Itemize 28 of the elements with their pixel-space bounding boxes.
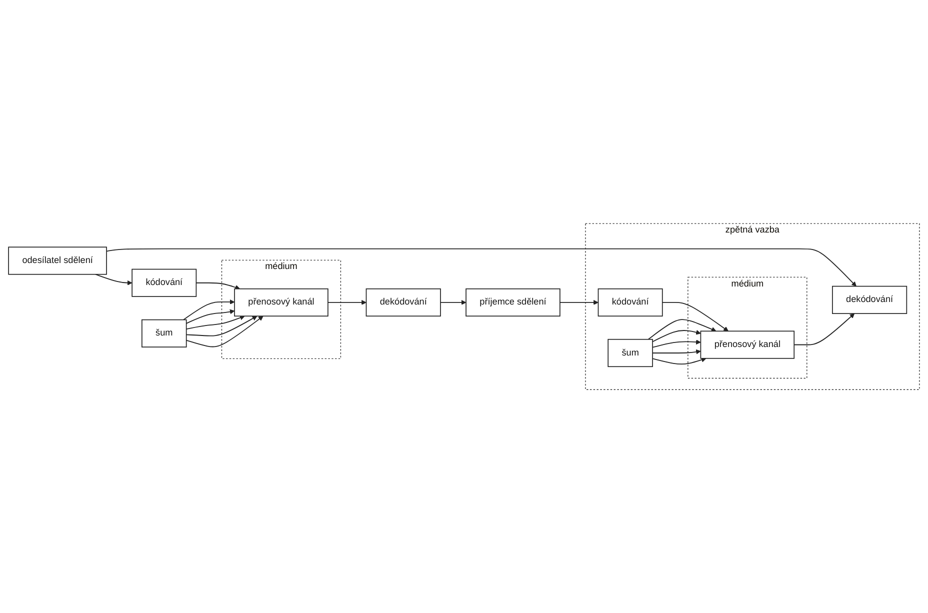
arrow [196, 282, 240, 290]
arrow [652, 340, 701, 348]
node-box: kódování [132, 268, 197, 297]
node-box: odesílatel sdělení [8, 246, 107, 275]
arrow [652, 357, 706, 364]
node-box: přenosový kanál [700, 330, 795, 359]
arrow [183, 299, 235, 320]
arrow [186, 309, 235, 324]
node-box: přenosový kanál [234, 288, 328, 316]
arrow [106, 248, 856, 286]
arrow [648, 319, 716, 340]
node-box: dekódování [366, 288, 441, 316]
node-box: kódování [598, 288, 663, 316]
arrow [652, 349, 701, 354]
arrow [440, 300, 466, 305]
arrow [186, 315, 245, 330]
node-box: šum [608, 338, 653, 367]
arrow [327, 300, 366, 305]
arrow [186, 316, 258, 336]
node-box: dekódování [832, 286, 908, 314]
node-box: příjemce sdělení [466, 288, 560, 316]
arrow [95, 274, 132, 286]
arrow [559, 300, 598, 305]
arrow [186, 316, 264, 348]
node-box: šum [142, 319, 187, 348]
arrow [652, 330, 701, 342]
arrow [662, 302, 728, 332]
arrow [794, 313, 855, 346]
